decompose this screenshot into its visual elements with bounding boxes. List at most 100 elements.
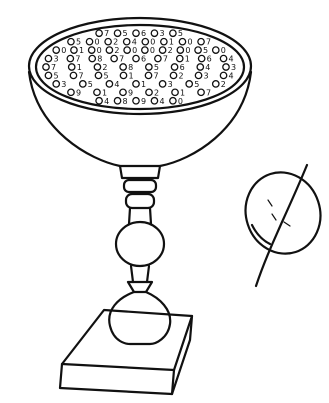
- stem-neck-2: [131, 266, 149, 282]
- ball-axis: [256, 165, 307, 286]
- numbered-ball: 0: [170, 97, 183, 106]
- numbered-ball: 5: [186, 80, 199, 89]
- bowl-rim: [29, 18, 251, 114]
- ball-outline: [67, 55, 73, 61]
- ball-number: 0: [221, 46, 226, 55]
- ball-number: 5: [194, 80, 199, 89]
- ball-outline: [53, 47, 59, 53]
- ball-outline: [146, 89, 152, 95]
- ball-number: 9: [128, 88, 133, 97]
- ball-outline: [45, 72, 51, 78]
- ball-outline: [106, 81, 112, 87]
- ball-outline: [142, 47, 148, 53]
- ball-outline: [179, 38, 185, 44]
- single-ball: [235, 163, 329, 286]
- ball-number: 4: [114, 80, 119, 89]
- numbered-ball: 4: [106, 80, 119, 89]
- numbered-ball: 5: [45, 71, 58, 80]
- ball-number: 9: [141, 97, 146, 106]
- ball-outline: [172, 89, 178, 95]
- ball-number: 1: [128, 71, 133, 80]
- numbered-ball: 6: [133, 55, 146, 64]
- ball-outline: [197, 64, 203, 70]
- ball-number: 2: [179, 71, 184, 80]
- ball-outline: [114, 30, 120, 36]
- ball-number: 5: [53, 71, 58, 80]
- ball-number: 7: [78, 71, 83, 80]
- ball-outline: [71, 47, 77, 53]
- ball-outline: [170, 72, 176, 78]
- numbered-ball: 7: [70, 71, 83, 80]
- ball-outline: [142, 38, 148, 44]
- ball-outline: [151, 98, 157, 104]
- ball-number: 0: [61, 46, 66, 55]
- ball-number: 3: [61, 80, 66, 89]
- ball-outline: [133, 55, 139, 61]
- ball-outline: [120, 64, 126, 70]
- ball-number: 8: [123, 97, 128, 106]
- numbered-ball: 9: [133, 97, 146, 106]
- stem-lower: [109, 292, 170, 344]
- ball-number: 5: [178, 29, 183, 38]
- numbered-ball: 7: [198, 88, 211, 97]
- ball-outline: [96, 98, 102, 104]
- ball-outline: [120, 89, 126, 95]
- ball-outline: [133, 98, 139, 104]
- ball-number: 2: [154, 88, 159, 97]
- ball-number: 7: [104, 29, 109, 38]
- ball-outline: [86, 38, 92, 44]
- numbered-ball: 3: [159, 80, 172, 89]
- numbered-ball: 0: [213, 46, 226, 55]
- ball-number: 5: [88, 80, 93, 89]
- numbered-ball: 4: [96, 97, 109, 106]
- ball-number: 9: [76, 88, 81, 97]
- ball-outline: [223, 64, 229, 70]
- ball-number: 7: [206, 88, 211, 97]
- ball-number: 5: [123, 29, 128, 38]
- ball-circle: [235, 163, 329, 264]
- ball-outline: [133, 81, 139, 87]
- ball-outline: [45, 55, 51, 61]
- ball-outline: [95, 72, 101, 78]
- numbered-ball: 9: [68, 88, 81, 97]
- ball-outline: [106, 47, 112, 53]
- ball-outline: [80, 81, 86, 87]
- ball-number: 4: [159, 97, 164, 106]
- ball-outline: [89, 55, 95, 61]
- ball-outline: [69, 64, 75, 70]
- numbered-ball: 7: [111, 55, 124, 64]
- ball-outline: [220, 55, 226, 61]
- ball-number: 0: [150, 46, 155, 55]
- ball-outline: [213, 81, 219, 87]
- ball-number: 3: [159, 29, 164, 38]
- ball-number: 1: [185, 55, 190, 64]
- numbered-ball: 4: [151, 97, 164, 106]
- ball-outline: [68, 38, 74, 44]
- ball-outline: [94, 89, 100, 95]
- ball-outline: [120, 72, 126, 78]
- numbered-ball: 7: [145, 71, 158, 80]
- ball-number: 4: [104, 97, 109, 106]
- ball-outline: [177, 55, 183, 61]
- ball-outline: [161, 38, 167, 44]
- ball-outline: [124, 38, 130, 44]
- ball-outline: [151, 30, 157, 36]
- numbered-ball: 1: [120, 71, 133, 80]
- numbered-ball: 5: [80, 80, 93, 89]
- ball-outline: [155, 55, 161, 61]
- stem-collar-1: [124, 180, 156, 192]
- ball-number: 5: [103, 71, 108, 80]
- ball-number: 7: [163, 55, 168, 64]
- ball-outline: [105, 38, 111, 44]
- ball-outline: [96, 30, 102, 36]
- ball-outline: [170, 98, 176, 104]
- ball-outline: [171, 64, 177, 70]
- bowl-inner-rim: [36, 25, 244, 109]
- numbered-ball: 8: [89, 55, 102, 64]
- ball-number: 6: [141, 55, 146, 64]
- ball-number: 3: [204, 71, 209, 80]
- ball-outline: [88, 47, 94, 53]
- ball-outline: [213, 47, 219, 53]
- ball-outline: [68, 89, 74, 95]
